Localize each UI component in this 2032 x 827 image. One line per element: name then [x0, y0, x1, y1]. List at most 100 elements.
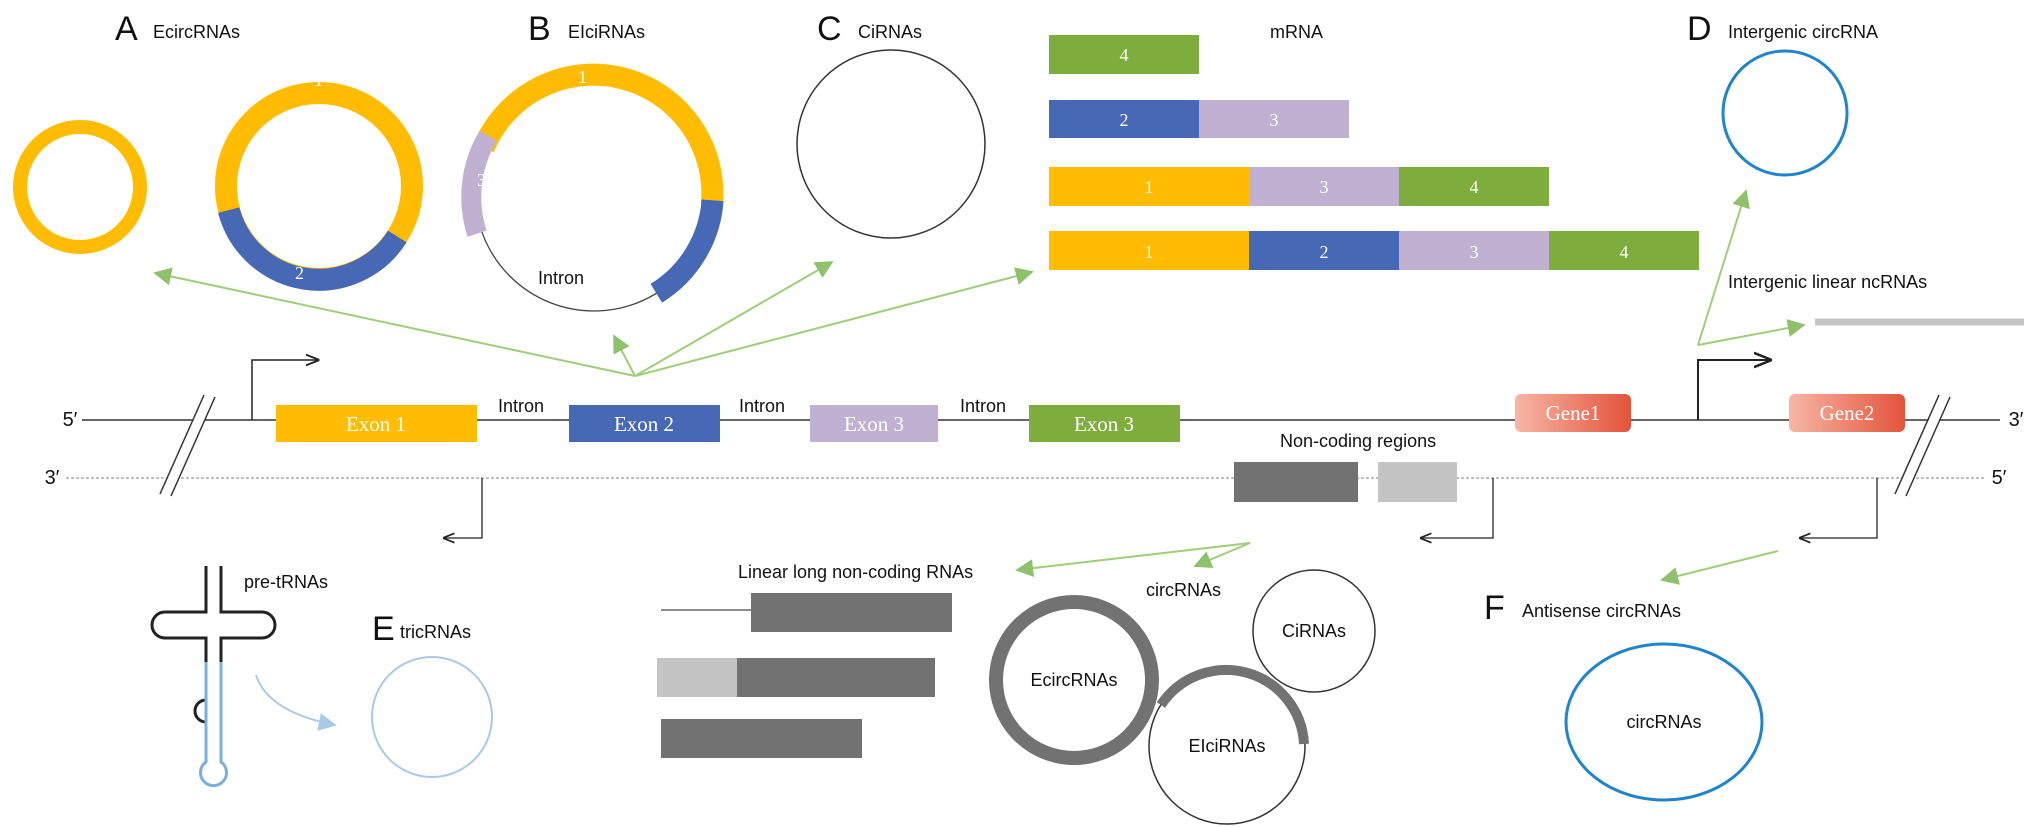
exon-label: Exon 3: [1074, 412, 1134, 436]
ecircrna-small-ring: [13, 120, 147, 254]
biogenesis-arrows: [153, 189, 1806, 377]
pre-trna-structure: [150, 566, 277, 740]
noncoding-region-dark: [1234, 462, 1358, 502]
arrow-to-lncrna: [1015, 542, 1251, 578]
lncrna-bar-light: [657, 658, 737, 697]
tss-arrow-intergenic: [1697, 360, 1770, 420]
arrow-to-circrnas: [1193, 542, 1251, 569]
ring-label: 1: [578, 67, 587, 87]
panel-f: F Antisense circRNAs circRNAs: [1484, 550, 1779, 802]
circle-label: EIciRNAs: [1188, 736, 1265, 756]
mrna-segment: [1399, 167, 1549, 206]
lncrna-title: Linear long non-coding RNAs: [738, 562, 973, 582]
mrna-segment: [1049, 231, 1249, 270]
panel-e: pre-tRNAs E tricRNAs: [150, 566, 493, 788]
antisense-circrna-ring: [1564, 642, 1764, 802]
ecircrna-large-blue-segment: [218, 207, 407, 291]
noncoding-products: Linear long non-coding RNAs circRNAs Eci…: [657, 542, 1376, 825]
intergenic-circrna-ring: [1721, 49, 1849, 177]
mrna-segment-label: 4: [1620, 242, 1629, 262]
tricrna-ring: [371, 656, 493, 778]
strand-label: 5′: [63, 409, 78, 431]
circle-label: CiRNAs: [1282, 621, 1346, 641]
exon-4: [1029, 405, 1180, 442]
ring-label: 1: [314, 70, 323, 90]
ring-label: 1: [167, 177, 176, 197]
antisense-tss-left: [444, 478, 483, 538]
intron-label: Intron: [498, 396, 544, 416]
mrna-panel: mRNA 4 2 3 1 3 4 1 2 3 4: [1049, 22, 1699, 270]
arrow-to-d-linear: [1697, 319, 1806, 346]
tss-arrow: [251, 360, 318, 420]
strand-label: 3′: [45, 467, 60, 489]
arrow-to-mrna: [634, 267, 1034, 377]
exon-label: Exon 1: [346, 412, 406, 436]
panel-f-letter: F: [1484, 589, 1505, 627]
gene-locus: 5′ 3′ 3′ 5′ Exon 1 Exon 2 Exon 3 Exon 3 …: [45, 360, 2024, 538]
mrna-segment-label: 1: [1145, 177, 1154, 197]
mrna-segment: [1199, 100, 1349, 138]
mrna-segment: [1049, 35, 1199, 74]
cirna-ring: [796, 49, 986, 239]
exon-label: Exon 3: [844, 412, 904, 436]
circle-label: EcircRNAs: [1030, 670, 1117, 690]
panel-e-letter: E: [372, 610, 395, 648]
mrna-segment-label: 2: [1120, 110, 1129, 130]
arrow-to-a: [153, 267, 636, 377]
exon-1: [276, 405, 477, 442]
ecircrna-gray-ring: [989, 595, 1159, 765]
ring-label: 2: [697, 265, 706, 285]
gene1-box: [1515, 394, 1631, 432]
intron-label: Intron: [538, 268, 584, 288]
mrna-segment: [1549, 231, 1699, 270]
panel-b: B EIciRNAs 1 3 2 Intron: [461, 10, 724, 312]
panel-b-title: EIciRNAs: [568, 22, 645, 42]
panel-d-letter: D: [1687, 10, 1712, 48]
arrow-to-d-circ: [1697, 189, 1750, 346]
circle-label: circRNAs: [1627, 712, 1702, 732]
pre-trna-label: pre-tRNAs: [244, 572, 328, 592]
eicirna-exon3-arc: [461, 130, 497, 237]
panel-e-title: tricRNAs: [400, 622, 471, 642]
lncrna-bar: [751, 593, 952, 632]
lncrna-bar: [737, 658, 935, 697]
panel-c: C CiRNAs: [796, 10, 986, 239]
eicirna-exon1-arc: [473, 63, 724, 206]
mrna-segment: [1399, 231, 1549, 270]
panel-f-title: Antisense circRNAs: [1522, 601, 1681, 621]
mrna-segment-label: 3: [1270, 110, 1279, 130]
mrna-segment: [1249, 167, 1399, 206]
pre-trna-intron: [199, 662, 228, 788]
cirna-gray-ring: [1252, 569, 1376, 693]
strand-label: 3′: [2009, 409, 2024, 431]
mrna-segment-label: 4: [1470, 177, 1479, 197]
panel-a: A EcircRNAs 1 1 2: [13, 10, 423, 291]
mrna-segment: [1049, 167, 1249, 206]
noncoding-regions-label: Non-coding regions: [1280, 431, 1436, 451]
antisense-tss-right: [1800, 478, 1878, 538]
panel-c-title: CiRNAs: [858, 22, 922, 42]
noncoding-region-light: [1378, 462, 1457, 502]
gene-label: Gene1: [1546, 401, 1601, 425]
break-mark: [159, 394, 1951, 497]
mrna-segment-label: 4: [1120, 45, 1129, 65]
mrna-segment-label: 3: [1470, 242, 1479, 262]
break-mark: [160, 395, 1949, 500]
ring-label: 3: [477, 170, 486, 190]
intron-label: Intron: [960, 396, 1006, 416]
mrna-segment-label: 1: [1145, 242, 1154, 262]
panel-c-letter: C: [817, 10, 842, 48]
gene-label: Gene2: [1820, 401, 1875, 425]
mrna-segment: [1049, 100, 1199, 138]
antisense-tss-noncoding: [1421, 478, 1494, 538]
lncrna-bar: [661, 719, 862, 758]
eicirna-gray-arc: [1156, 665, 1309, 745]
mrna-segment-label: 2: [1320, 242, 1329, 262]
trna-splice-arrow: [255, 674, 337, 731]
arrow-to-f: [1660, 550, 1779, 585]
exon-label: Exon 2: [614, 412, 674, 436]
panel-a-letter: A: [115, 10, 138, 48]
mrna-title: mRNA: [1270, 22, 1323, 42]
circrnas-title: circRNAs: [1146, 580, 1221, 600]
